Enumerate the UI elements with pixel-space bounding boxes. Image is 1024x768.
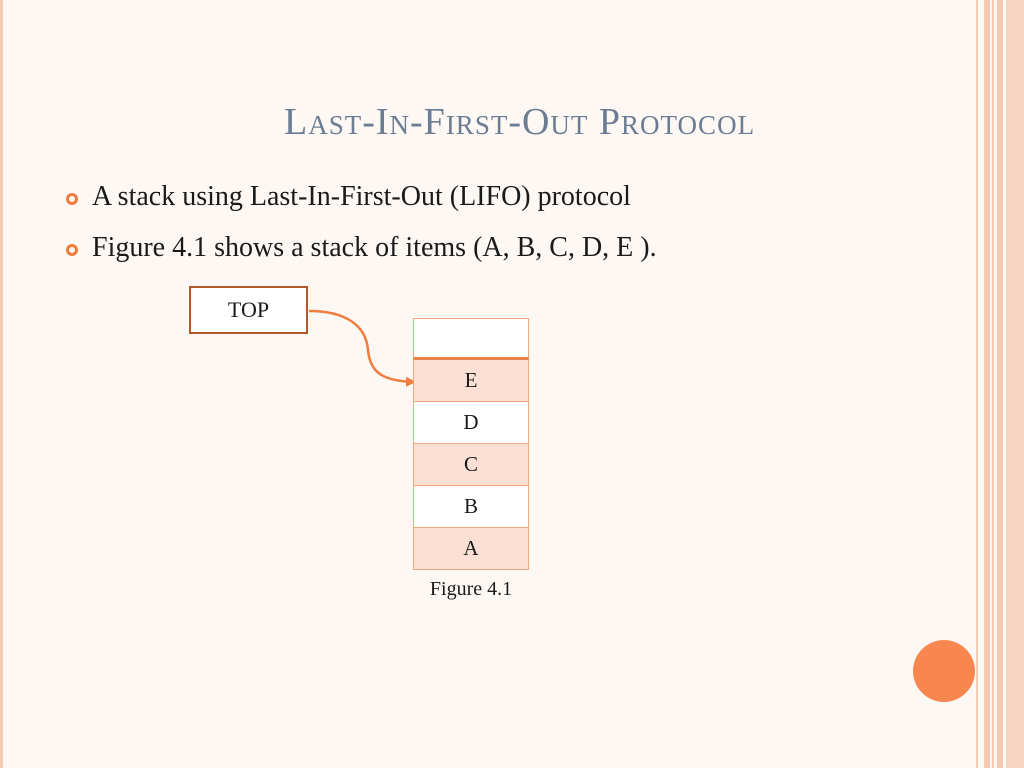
ring-bullet-icon [66, 193, 78, 205]
decorative-circle [913, 640, 975, 702]
stack-cell-e: E [413, 360, 529, 402]
slide-title: Last-In-First-Out Protocol [284, 101, 756, 143]
stack-cell-empty [413, 318, 529, 360]
top-pointer-label: TOP [227, 297, 270, 322]
decorative-rail [997, 0, 1003, 768]
ring-bullet-icon [66, 244, 78, 256]
bullet-text: Figure 4.1 shows a stack of items (A, B,… [92, 232, 657, 263]
stack-cell-a: A [413, 528, 529, 570]
top-pointer-box: TOP [189, 286, 308, 334]
bullet-list: A stack using Last-In-First-Out (LIFO) p… [64, 180, 657, 282]
bullet-text: A stack using Last-In-First-Out (LIFO) p… [92, 181, 631, 212]
bullet-item: A stack using Last-In-First-Out (LIFO) p… [64, 180, 657, 214]
arrow-path [308, 309, 416, 387]
decorative-rail [992, 0, 994, 768]
figure-caption: Figure 4.1 [429, 578, 513, 600]
decorative-rail [984, 0, 990, 768]
bullet-item: Figure 4.1 shows a stack of items (A, B,… [64, 231, 657, 265]
slide-left-border [0, 0, 3, 768]
decorative-rail [1006, 0, 1024, 768]
stack-cell-c: C [413, 444, 529, 486]
stack-cell-b: B [413, 486, 529, 528]
stack-diagram: E D C B A [413, 318, 529, 570]
decorative-rail [976, 0, 978, 768]
stack-cell-d: D [413, 402, 529, 444]
